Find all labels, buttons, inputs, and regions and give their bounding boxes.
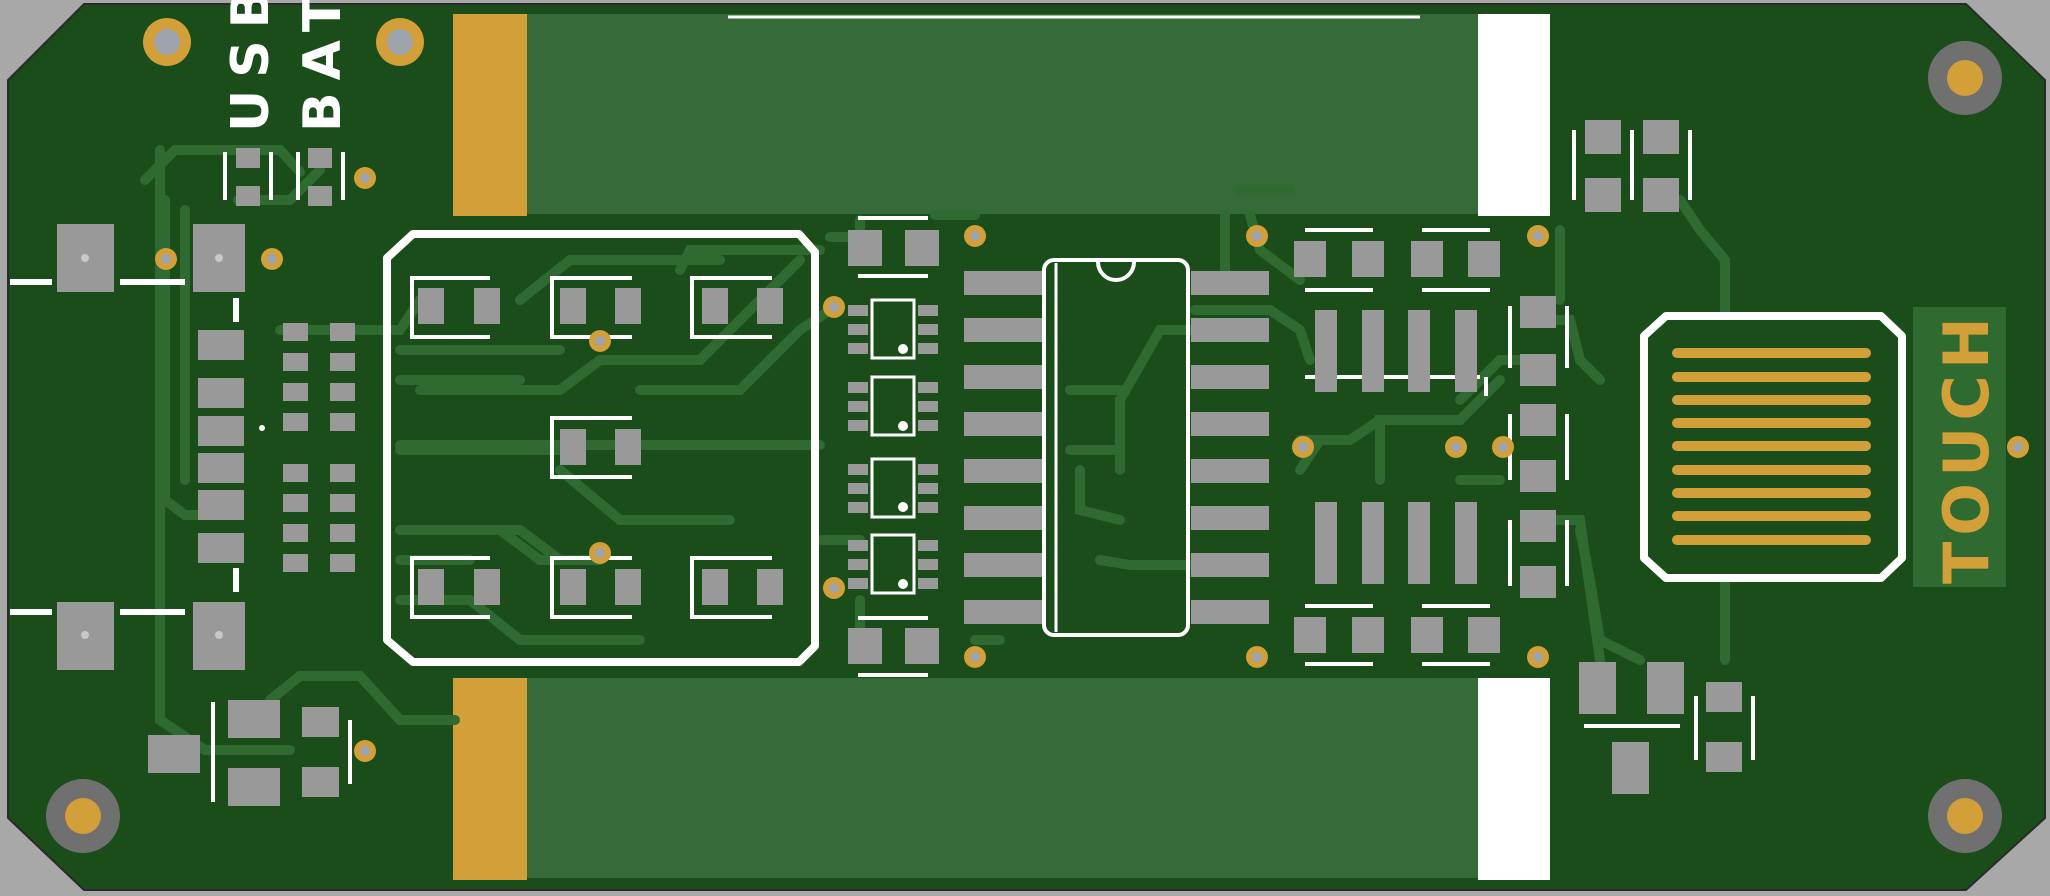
voltage-regulator — [148, 700, 352, 806]
passive-components-right — [1294, 228, 1569, 666]
top-right-white-contact — [1478, 14, 1550, 216]
main-ic-footprint — [964, 258, 1269, 637]
usb-connector-footprint — [10, 224, 265, 670]
bottom-left-gold-contact — [453, 678, 527, 880]
top-copper-pour — [455, 14, 1540, 214]
touch-label: TOUCH — [1930, 311, 2003, 584]
touch-label-background — [1913, 307, 2006, 587]
capacitors-top-right — [1572, 120, 1692, 212]
usb-label: USB — [221, 0, 281, 132]
resistor-arrays — [283, 323, 355, 572]
led-indicators — [223, 148, 345, 206]
top-left-gold-contact — [453, 14, 527, 216]
bottom-right-white-contact — [1478, 678, 1550, 880]
mounting-holes — [46, 18, 2002, 853]
vias — [155, 167, 2029, 762]
transistor-column — [848, 216, 939, 677]
touch-pad — [1640, 312, 1906, 582]
components-bottom-right — [1579, 662, 1755, 794]
bottom-copper-pour — [455, 678, 1540, 878]
bat-label: BAT — [293, 0, 353, 132]
